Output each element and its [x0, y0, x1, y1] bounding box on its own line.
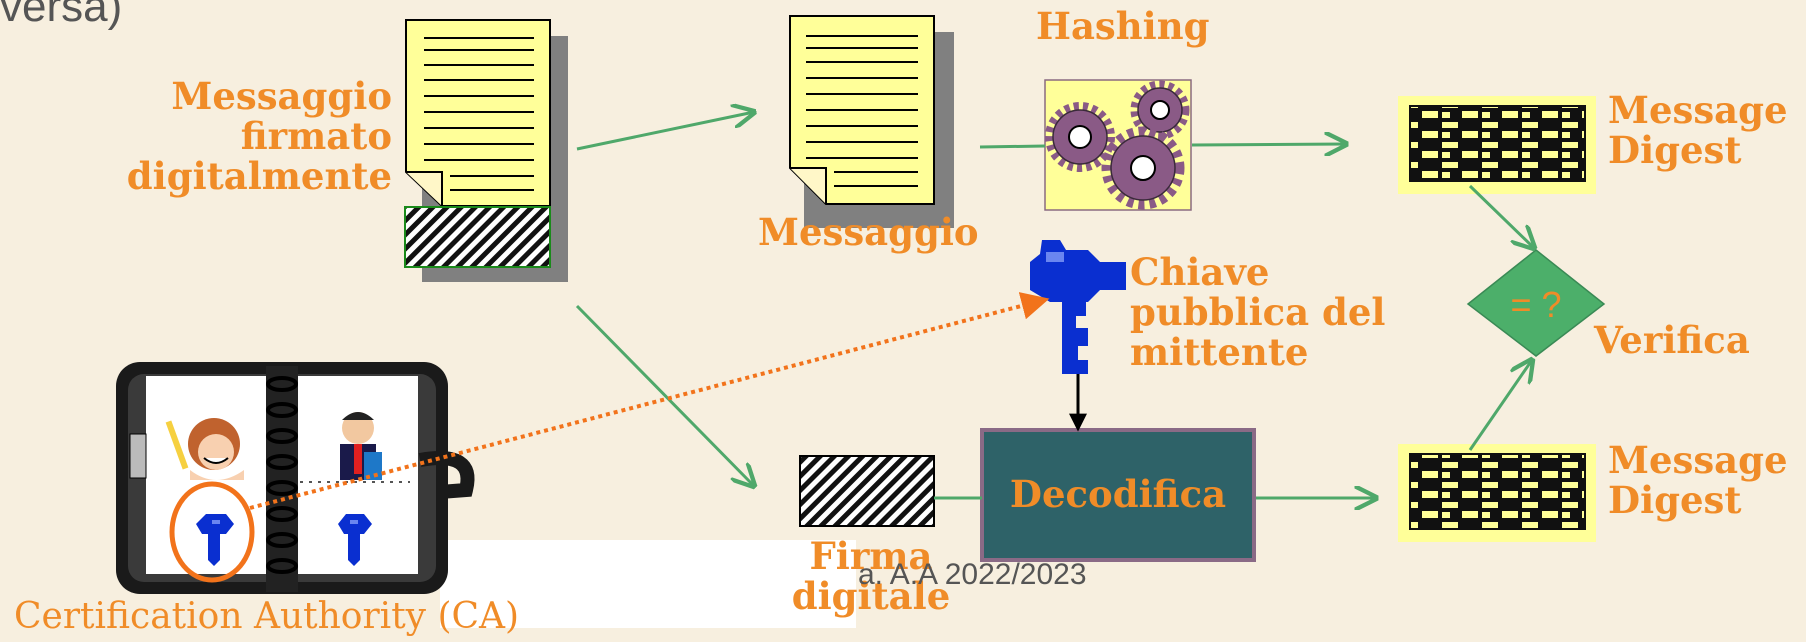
arrow-signed-to-signature [575, 304, 754, 486]
verify-label: Verifica [1594, 318, 1750, 362]
flow-arrows [575, 112, 1534, 498]
message-digest-top [1398, 96, 1596, 194]
ca-key-icon-right [338, 514, 372, 566]
digital-signature-label: Firma digitale [791, 534, 951, 618]
footer-academic-year: a. A.A 2022/2023 [858, 558, 1087, 591]
arrow-message-to-hashing [979, 144, 1046, 149]
message-document [789, 15, 954, 228]
man-clipart [300, 412, 410, 483]
dotted-arrow-ca-to-public-key [249, 292, 1050, 510]
heading-fragment: versa) [0, 0, 123, 31]
public-key-label: Chiave pubblica del mittente [1130, 250, 1386, 374]
message-digest-bottom [1398, 444, 1596, 542]
woman-clipart [165, 418, 244, 480]
document-text-lines [424, 37, 534, 191]
message-digest-label-top: Message Digest [1608, 88, 1788, 172]
arrow-hashing-to-digest [1191, 144, 1346, 145]
footer-background [440, 540, 856, 628]
hashing-gears-icon [1044, 79, 1192, 211]
message-label: Messaggio [758, 210, 979, 254]
compare-symbol: = ? [1510, 284, 1562, 325]
signed-message-document [404, 19, 568, 282]
decode-box [980, 428, 1256, 562]
signed-message-label: Messaggio firmato digitalmente [126, 74, 392, 198]
arrow-digest-bottom-to-compare [1468, 360, 1532, 451]
decode-label: Decodifica [1009, 472, 1227, 516]
arrow-signed-to-message [576, 112, 754, 151]
attached-signature-block [404, 206, 551, 268]
message-digest-label-bottom: Message Digest [1608, 438, 1788, 522]
ca-key-highlight-circle [169, 481, 255, 583]
binder-rings [266, 376, 298, 574]
ca-key-icon-left [196, 514, 234, 566]
certification-authority-label: Certification Authority (CA) [14, 596, 520, 637]
digital-signature-block [799, 455, 935, 527]
arrow-digest-top-to-compare [1468, 184, 1534, 248]
certification-authority-address-book [116, 362, 475, 594]
hashing-label: Hashing [1036, 4, 1210, 48]
public-key-icon [1030, 240, 1126, 374]
